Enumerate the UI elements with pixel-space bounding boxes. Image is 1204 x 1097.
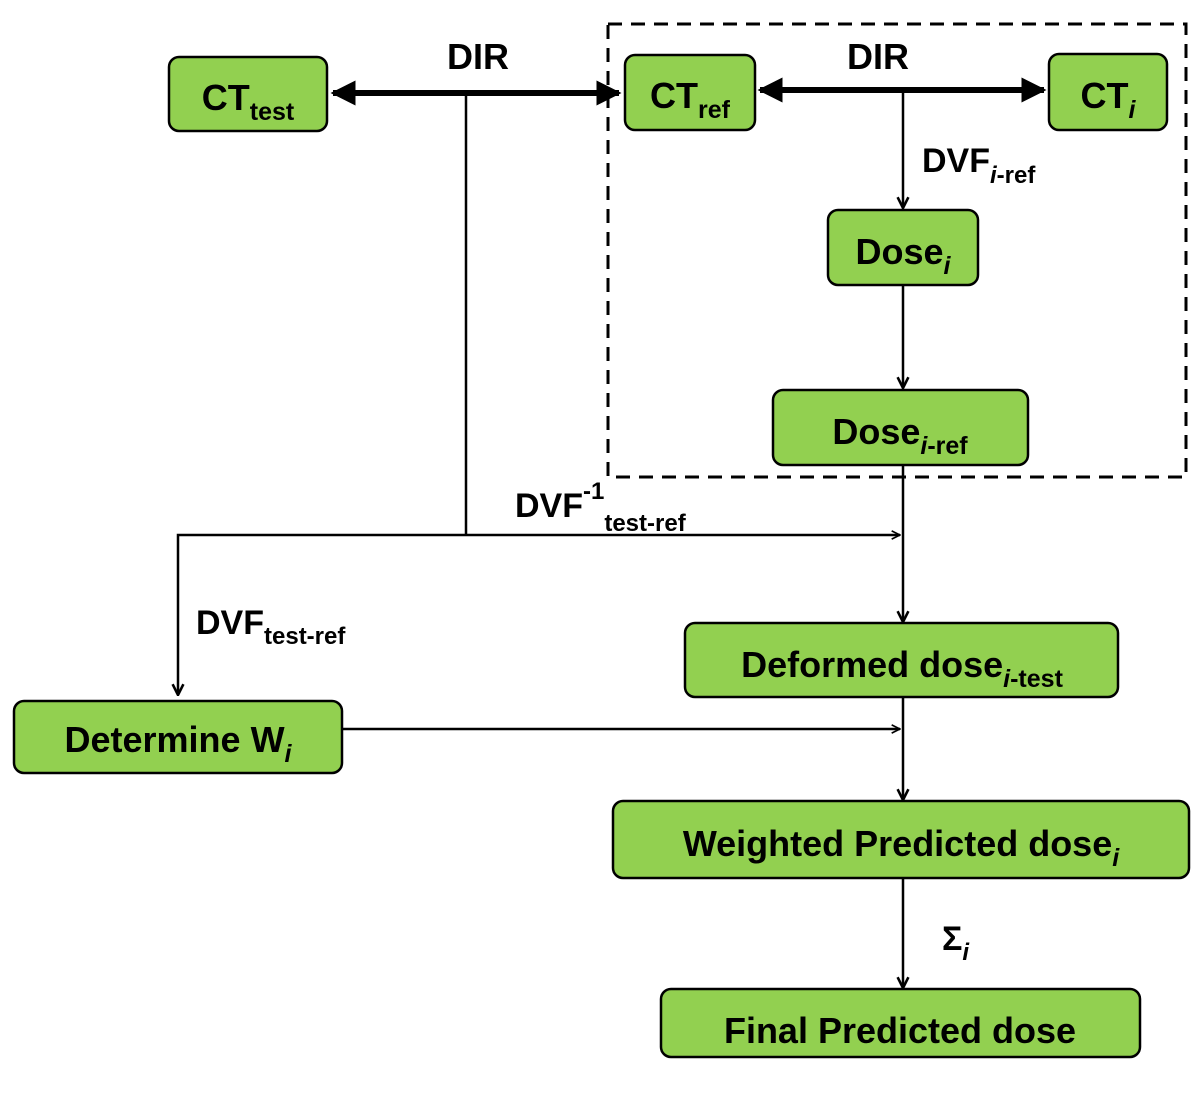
node-final-predicted-dose-label: Final Predicted dose bbox=[724, 1010, 1076, 1051]
reference-group-dashed-box bbox=[606, 22, 1188, 479]
dvf-test-ref-label: DVFtest-ref bbox=[196, 604, 346, 650]
node-dose-i-label: Dosei bbox=[856, 231, 952, 280]
node-determine-w-label: Determine Wi bbox=[65, 719, 293, 768]
node-ct-ref: CTref bbox=[623, 53, 757, 132]
sum-label: Σi bbox=[942, 920, 970, 966]
node-ct-test: CTtest bbox=[167, 55, 329, 133]
node-ct-i-label: CTi bbox=[1081, 75, 1137, 124]
node-dose-i: Dosei bbox=[826, 208, 980, 287]
dir-label-right: DIR bbox=[847, 36, 909, 77]
node-dose-i-ref: Dosei-ref bbox=[771, 388, 1030, 467]
node-dose-i-ref-label: Dosei-ref bbox=[832, 411, 968, 460]
node-deformed-dose-label: Deformed dosei-test bbox=[741, 644, 1063, 693]
dvf-i-ref-label: DVFi-ref bbox=[922, 142, 1036, 189]
node-weighted-predicted-dose: Weighted Predicted dosei bbox=[611, 799, 1191, 880]
node-determine-w: Determine Wi bbox=[12, 699, 344, 775]
dvf-test-ref-arrow bbox=[178, 533, 466, 695]
node-deformed-dose: Deformed dosei-test bbox=[683, 621, 1120, 699]
dvf-inverse-label: DVF-1test-ref bbox=[515, 478, 687, 537]
node-ct-i: CTi bbox=[1047, 52, 1169, 132]
node-weighted-predicted-dose-label: Weighted Predicted dosei bbox=[683, 823, 1120, 872]
dir-label-left: DIR bbox=[447, 36, 509, 77]
node-final-predicted-dose: Final Predicted dose bbox=[659, 987, 1142, 1059]
node-ct-ref-label: CTref bbox=[650, 75, 731, 124]
node-ct-test-label: CTtest bbox=[202, 77, 295, 126]
